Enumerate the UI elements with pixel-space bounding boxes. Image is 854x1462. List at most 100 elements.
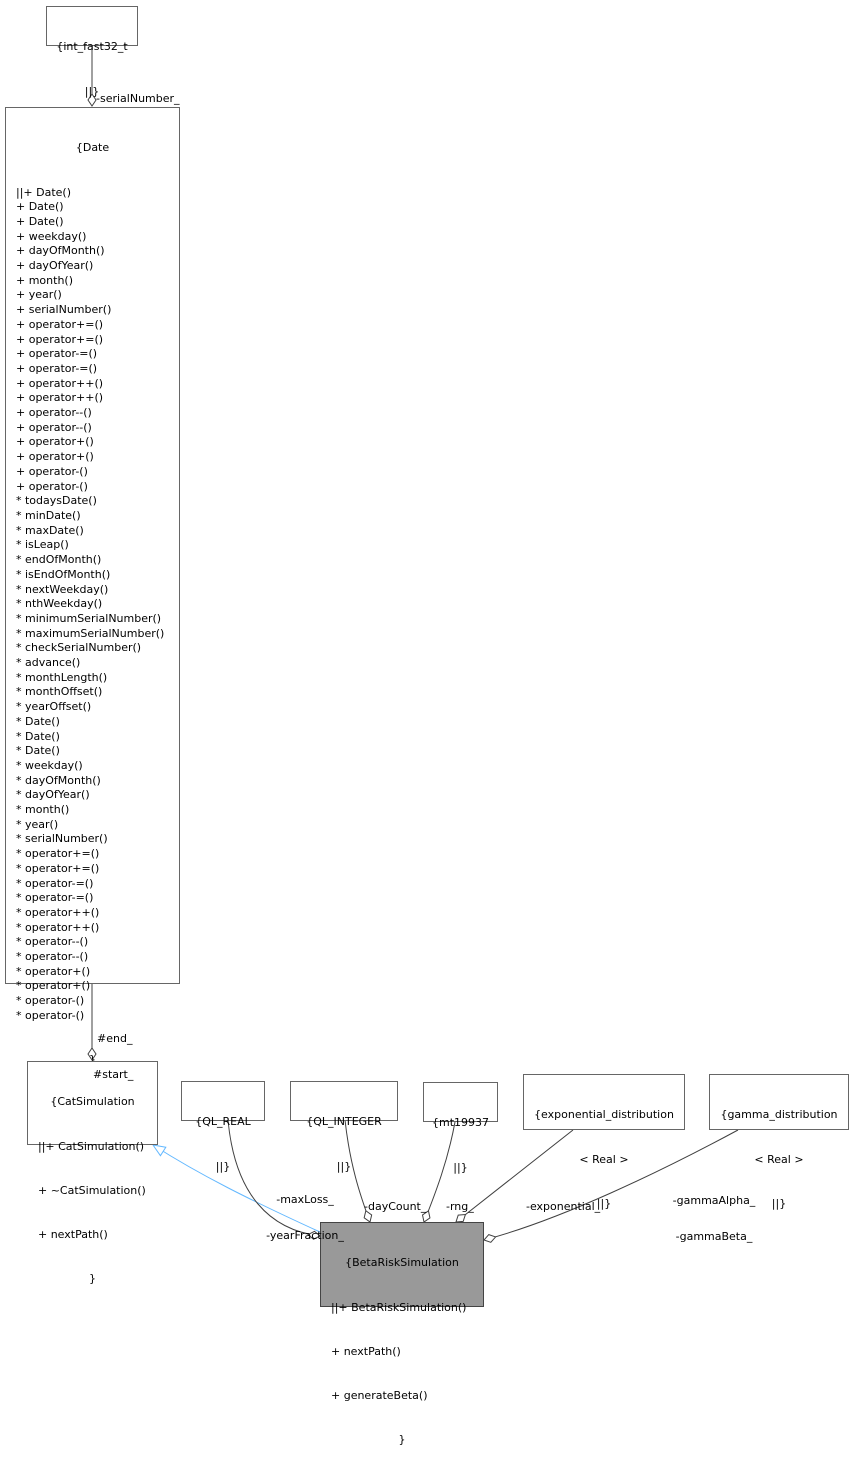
node-int-fast32-body: ||} bbox=[84, 84, 100, 98]
node-date-member: * dayOfMonth() bbox=[16, 773, 101, 787]
node-date-member: * minimumSerialNumber() bbox=[16, 611, 162, 625]
node-date-member: * monthOffset() bbox=[16, 685, 103, 699]
node-mt19937[interactable]: {mt19937 ||} bbox=[423, 1082, 498, 1174]
label-start-end: #end_ #start_ bbox=[93, 1009, 133, 1093]
node-date-member: + operator--() bbox=[16, 420, 92, 434]
edge-maxloss bbox=[227, 1119, 321, 1240]
node-date-member: * operator--() bbox=[16, 935, 89, 949]
node-ql-real-title: {QL_REAL bbox=[195, 1115, 251, 1129]
node-date-member: * operator-=() bbox=[16, 876, 94, 890]
node-catsimulation-member: ||+ CatSimulation() bbox=[38, 1139, 145, 1153]
node-date-member: + operator+=() bbox=[16, 317, 104, 331]
node-exponential-distribution[interactable]: {exponential_distribution < Real > ||} bbox=[523, 1074, 685, 1210]
node-date-member: + dayOfYear() bbox=[16, 259, 94, 273]
node-date-member: * checkSerialNumber() bbox=[16, 641, 142, 655]
label-rng-text: -rng_ bbox=[446, 1200, 474, 1213]
node-catsimulation[interactable]: {CatSimulation ||+ CatSimulation() + ~Ca… bbox=[27, 1061, 158, 1285]
edge-daycount bbox=[344, 1119, 373, 1223]
node-date-member: + operator--() bbox=[16, 406, 92, 420]
node-date-member: * isEndOfMonth() bbox=[16, 567, 111, 581]
node-exponential-body: ||} bbox=[596, 1196, 612, 1210]
label-rng: -rng_ bbox=[446, 1177, 474, 1225]
label-maxloss-text: -maxLoss_ bbox=[276, 1193, 334, 1206]
edge-inheritance bbox=[153, 1145, 321, 1233]
node-date-member: * operator++() bbox=[16, 905, 100, 919]
node-date-member: + operator+() bbox=[16, 435, 94, 449]
node-ql-integer-body: ||} bbox=[336, 1159, 352, 1173]
node-date-member: * operator-() bbox=[16, 994, 85, 1008]
label-exponential: -exponential_ bbox=[526, 1177, 600, 1225]
node-date-member: * nextWeekday() bbox=[16, 582, 109, 596]
node-date-member: * minDate() bbox=[16, 508, 81, 522]
node-catsimulation-member: + ~CatSimulation() bbox=[38, 1183, 146, 1197]
node-gamma-body: ||} bbox=[771, 1196, 787, 1210]
node-date-member: + operator+() bbox=[16, 450, 94, 464]
node-date-member: * operator-=() bbox=[16, 891, 94, 905]
node-ql-integer[interactable]: {QL_INTEGER ||} bbox=[290, 1081, 398, 1173]
node-date-member: + Date() bbox=[16, 214, 64, 228]
node-gamma-title: {gamma_distribution bbox=[720, 1108, 838, 1122]
node-date-member: * operator+=() bbox=[16, 847, 100, 861]
node-date-member: + operator++() bbox=[16, 376, 104, 390]
node-date-member: * nthWeekday() bbox=[16, 597, 103, 611]
node-date-member: + weekday() bbox=[16, 229, 87, 243]
label-start-text: #start_ bbox=[93, 1068, 134, 1081]
node-date-member: * month() bbox=[16, 803, 70, 817]
node-date-member: * todaysDate() bbox=[16, 494, 97, 508]
node-betarisk-member: + generateBeta() bbox=[331, 1388, 428, 1402]
node-date[interactable]: {Date ||+ Date()+ Date()+ Date()+ weekda… bbox=[5, 107, 180, 1066]
node-date-member: * Date() bbox=[16, 729, 60, 743]
node-date-member: * operator-() bbox=[16, 1008, 85, 1022]
label-serialnumber-text: -serialNumber_ bbox=[96, 92, 180, 105]
node-date-member: + serialNumber() bbox=[16, 303, 112, 317]
node-catsimulation-title: {CatSimulation bbox=[50, 1095, 135, 1109]
edge-rng bbox=[421, 1121, 456, 1223]
node-date-members: ||+ Date()+ Date()+ Date()+ weekday()+ d… bbox=[16, 186, 179, 1024]
node-date-member: + month() bbox=[16, 273, 73, 287]
label-gamma: -gammaAlpha_ -gammaBeta_ bbox=[664, 1171, 764, 1255]
node-date-member: + operator+=() bbox=[16, 332, 104, 346]
node-betarisk-member: + nextPath() bbox=[331, 1344, 401, 1358]
label-serialnumber: -serialNumber_ bbox=[96, 69, 180, 117]
node-mt19937-body: ||} bbox=[453, 1160, 468, 1174]
node-date-member: * isLeap() bbox=[16, 538, 69, 552]
node-betarisk-closing: } bbox=[398, 1432, 406, 1446]
node-date-member: * Date() bbox=[16, 744, 60, 758]
node-date-member: * operator+=() bbox=[16, 861, 100, 875]
node-catsimulation-closing: } bbox=[89, 1271, 96, 1285]
node-date-member: * year() bbox=[16, 817, 59, 831]
label-gammabeta-text: -gammaBeta_ bbox=[675, 1230, 753, 1243]
node-date-member: * advance() bbox=[16, 656, 81, 670]
node-mt19937-title: {mt19937 bbox=[431, 1116, 490, 1130]
node-ql-real[interactable]: {QL_REAL ||} bbox=[181, 1081, 265, 1173]
node-int-fast32[interactable]: {int_fast32_t ||} bbox=[46, 6, 138, 98]
label-gammaalpha-text: -gammaAlpha_ bbox=[672, 1194, 756, 1207]
node-date-member: * operator--() bbox=[16, 950, 89, 964]
node-gamma-distribution[interactable]: {gamma_distribution < Real > ||} bbox=[709, 1074, 849, 1210]
node-date-member: + Date() bbox=[16, 200, 64, 214]
label-exponential-text: -exponential_ bbox=[526, 1200, 601, 1213]
node-ql-real-body: ||} bbox=[215, 1159, 231, 1173]
node-date-member: + operator-=() bbox=[16, 347, 98, 361]
node-gamma-template: < Real > bbox=[754, 1152, 804, 1166]
node-date-member: * operator++() bbox=[16, 920, 100, 934]
node-date-member: * monthLength() bbox=[16, 670, 108, 684]
node-betarisk-title: {BetaRiskSimulation bbox=[345, 1256, 459, 1270]
node-date-member: * dayOfYear() bbox=[16, 788, 90, 802]
node-date-member: * operator+() bbox=[16, 979, 91, 993]
node-date-member: * weekday() bbox=[16, 758, 83, 772]
node-exponential-template: < Real > bbox=[579, 1152, 629, 1166]
node-date-member: * serialNumber() bbox=[16, 832, 108, 846]
node-date-member: * operator+() bbox=[16, 964, 91, 978]
edge-gamma bbox=[483, 1129, 739, 1243]
label-maxloss: -maxLoss_ -yearFraction_ bbox=[257, 1170, 353, 1254]
node-date-title: {Date bbox=[75, 141, 110, 155]
node-date-closing: } bbox=[89, 1053, 96, 1066]
node-catsimulation-member: + nextPath() bbox=[38, 1227, 108, 1241]
node-exponential-title: {exponential_distribution bbox=[534, 1108, 674, 1122]
edge-exponential bbox=[455, 1129, 574, 1223]
node-date-member: * maximumSerialNumber() bbox=[16, 626, 165, 640]
node-date-member: + operator-() bbox=[16, 479, 88, 493]
node-betarisk-member: ||+ BetaRiskSimulation() bbox=[331, 1300, 467, 1314]
node-date-member: ||+ Date() bbox=[16, 185, 71, 199]
